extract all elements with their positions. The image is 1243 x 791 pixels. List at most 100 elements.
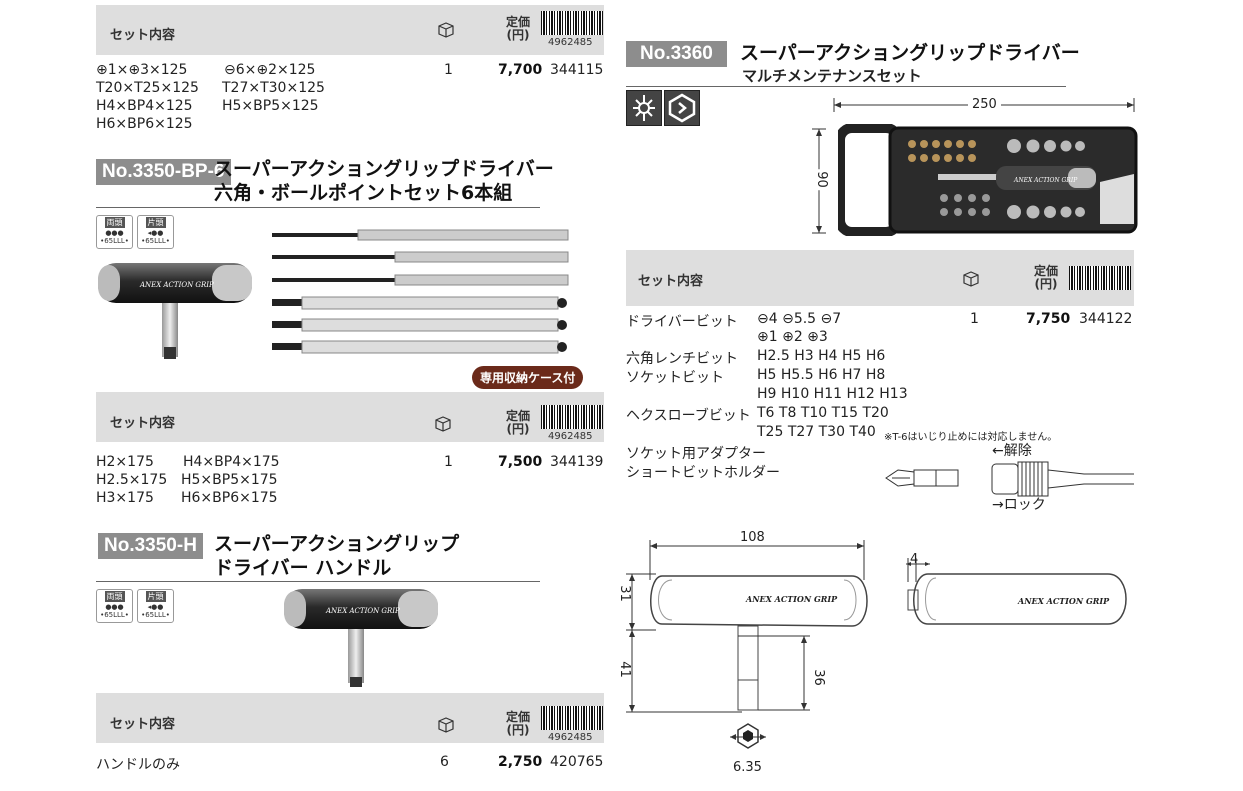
title-rule	[626, 86, 1066, 87]
price-label: 定価(円)	[506, 710, 531, 737]
dim-4: 4	[910, 552, 919, 567]
product-title: スーパーアクショングリップドライバー	[740, 42, 1080, 64]
quantity: 6	[440, 754, 449, 770]
price: 7,750	[1026, 311, 1071, 327]
dim-41: 41	[616, 661, 632, 678]
price: 2,750	[498, 754, 543, 770]
spec-table-header	[96, 5, 604, 55]
release-label: ←解除	[992, 443, 1032, 459]
set-item-label: ソケットビット	[626, 370, 724, 386]
package-box-icon	[438, 22, 454, 38]
brand-text: ANEX ACTION GRIP	[1018, 596, 1110, 606]
t-handle-image: ANEX ACTION GRIP	[284, 589, 438, 687]
set-item-value: H9 H10 H11 H12 H13	[757, 386, 908, 402]
barcode	[541, 405, 603, 429]
lock-label: →ロック	[992, 497, 1046, 513]
quantity: 1	[444, 454, 453, 470]
spec-table-header	[96, 392, 604, 442]
set-item-value: T25 T27 T30 T40	[757, 424, 876, 440]
set-item: ⊕1×⊕3×125	[96, 62, 188, 78]
brand-text: ANEX ACTION GRIP	[325, 607, 400, 615]
barcode	[541, 706, 603, 730]
set-item: H5×BP5×175	[181, 472, 278, 488]
product-subtitle: 六角・ボールポイントセット6本組	[214, 182, 513, 204]
product-code: 344139	[550, 454, 604, 470]
spec-table-header	[96, 693, 604, 743]
brand-text: ANEX ACTION GRIP	[746, 594, 838, 604]
set-item: H4×BP4×125	[96, 98, 193, 114]
brand-text: ANEX ACTION GRIP	[139, 281, 214, 289]
set-item: H6×BP6×125	[96, 116, 193, 132]
t-handle-driver-image: ANEX ACTION GRIP	[98, 263, 252, 359]
product-code: 420765	[550, 754, 604, 770]
product-code: 344122	[1079, 311, 1133, 327]
set-contents-label: セット内容	[110, 717, 176, 732]
price-label: 定価(円)	[506, 409, 531, 436]
set-item-value: H2.5 H3 H4 H5 H6	[757, 348, 886, 364]
single-end-bit-tag: 片頭◂●●•65LLL•	[137, 589, 174, 623]
spark-resistant-icon	[626, 90, 662, 126]
product-code: 344115	[550, 62, 604, 78]
package-box-icon	[435, 416, 451, 432]
price-label: 定価(円)	[1034, 264, 1059, 291]
set-item-label: ヘクスローブビット	[626, 408, 751, 424]
price-label: 定価(円)	[506, 15, 531, 42]
hex-socket-icon	[664, 90, 700, 126]
barcode-number: 4962485	[548, 431, 593, 442]
model-badge: No.3350-BP-6	[96, 159, 231, 185]
case-width-label: 250	[968, 97, 1001, 112]
title-rule	[96, 207, 540, 208]
barcode	[541, 11, 603, 35]
set-item: ハンドルのみ	[96, 757, 180, 773]
set-contents-label: セット内容	[110, 28, 176, 43]
t6-note: ※T-6はいじり止めには対応しません。	[884, 432, 1058, 443]
brand-text: ANEX ACTION GRIP	[1013, 177, 1078, 184]
product-title: スーパーアクショングリップドライバー	[214, 158, 554, 180]
single-end-bit-tag: 片頭◂●●•65LLL•	[137, 215, 174, 249]
barcode-number: 4962485	[548, 732, 593, 743]
title-rule	[96, 581, 540, 582]
double-end-bit-tag: 両頭●●●•65LLL•	[96, 589, 133, 623]
quantity: 1	[444, 62, 453, 78]
barcode-number: 4962485	[548, 37, 593, 48]
set-item: T20×T25×125	[96, 80, 199, 96]
set-contents-label: セット内容	[638, 274, 704, 289]
storage-case-badge: 専用収納ケース付	[472, 366, 584, 389]
price: 7,700	[498, 62, 543, 78]
product-subtitle: マルチメンテナンスセット	[742, 67, 922, 85]
quantity: 1	[970, 311, 979, 327]
barcode	[1069, 266, 1131, 290]
spec-table-header	[626, 250, 1134, 306]
set-item-value: H5 H5.5 H6 H7 H8	[757, 367, 886, 383]
set-item-label: ショートビットホルダー	[626, 465, 780, 481]
set-item: H4×BP4×175	[183, 454, 280, 470]
set-item: H3×175	[96, 490, 154, 506]
package-box-icon	[438, 717, 454, 733]
bit-set-image	[272, 229, 569, 354]
set-item-value: ⊕1 ⊕2 ⊕3	[757, 329, 828, 345]
set-item: H2×175	[96, 454, 154, 470]
storage-case-image: ANEX ACTION GRIP	[838, 124, 1138, 236]
set-item: T27×T30×125	[222, 80, 325, 96]
set-item: ⊖6×⊕2×125	[224, 62, 316, 78]
set-item: H6×BP6×175	[181, 490, 278, 506]
set-item: H2.5×175	[96, 472, 168, 488]
dim-36: 36	[810, 669, 826, 686]
dim-108: 108	[740, 530, 765, 545]
dim-31: 31	[616, 585, 632, 602]
handle-side-drawing	[906, 558, 1127, 625]
set-item-label: ドライバービット	[626, 314, 738, 330]
model-badge: No.3360	[626, 41, 727, 67]
dim-635: 6.35	[733, 760, 762, 775]
bit-holder-diagram	[885, 461, 1134, 497]
handle-dimension-drawing	[626, 540, 868, 749]
product-title: スーパーアクショングリップ	[214, 533, 460, 555]
case-height-label: 90	[813, 169, 829, 190]
model-badge: No.3350-H	[98, 533, 203, 559]
price: 7,500	[498, 454, 543, 470]
set-item: H5×BP5×125	[222, 98, 319, 114]
set-item-label: ソケット用アダプター	[626, 446, 766, 462]
double-end-bit-tag: 両頭●●●•65LLL•	[96, 215, 133, 249]
set-item-value: T6 T8 T10 T15 T20	[757, 405, 889, 421]
package-box-icon	[963, 271, 979, 287]
